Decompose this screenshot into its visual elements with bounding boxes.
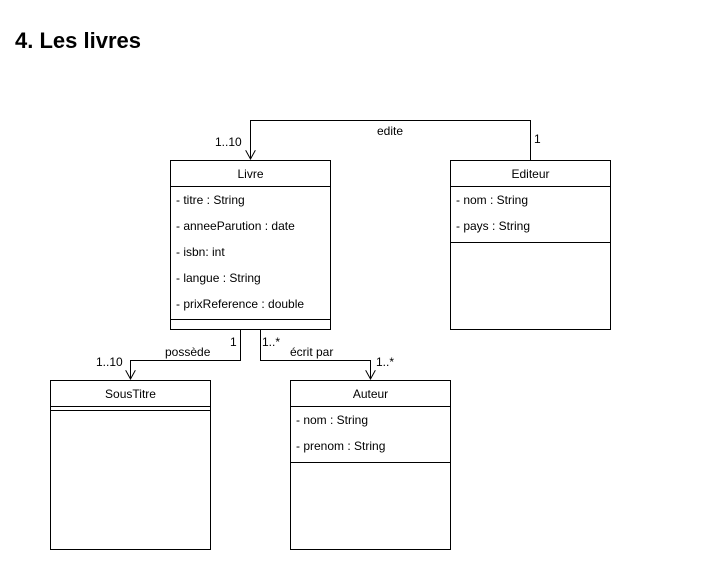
association-edite-label: edite — [377, 124, 403, 138]
class-livre-attribute: - isbn: int — [176, 245, 225, 259]
class-livre-attribute: - prixReference : double — [176, 297, 304, 311]
association-edite: edite 1..10 1 — [215, 120, 541, 160]
association-ecrit-par: écrit par 1..* 1..* — [260, 330, 394, 379]
class-editeur[interactable]: Editeur - nom : String - pays : String — [450, 160, 611, 330]
multiplicity-possede-livre: 1 — [230, 335, 237, 349]
association-edite-line — [251, 120, 531, 160]
class-livre-attribute: - langue : String — [176, 271, 261, 285]
class-editeur-attribute: - pays : String — [456, 219, 530, 233]
class-editeur-attribute: - nom : String — [456, 193, 528, 207]
class-soustitre-box — [50, 380, 211, 550]
multiplicity-edite-livre: 1..10 — [215, 135, 242, 149]
class-livre-name: Livre — [237, 167, 263, 181]
multiplicity-edite-editeur: 1 — [534, 132, 541, 146]
class-editeur-box — [450, 160, 611, 330]
class-auteur-attribute: - prenom : String — [296, 439, 385, 453]
class-auteur-name: Auteur — [353, 387, 388, 401]
class-livre-box — [170, 160, 331, 330]
multiplicity-ecrit-livre: 1..* — [262, 335, 280, 349]
association-possede: possède 1 1..10 — [96, 330, 241, 379]
class-livre-attribute: - anneeParution : date — [176, 219, 295, 233]
multiplicity-ecrit-auteur: 1..* — [376, 355, 394, 369]
class-auteur[interactable]: Auteur - nom : String - prenom : String — [290, 380, 451, 550]
multiplicity-possede-soustitre: 1..10 — [96, 355, 123, 369]
class-soustitre-name: SousTitre — [105, 387, 156, 401]
class-editeur-name: Editeur — [511, 167, 549, 181]
association-ecrit-par-line — [260, 330, 371, 379]
association-possede-line — [131, 330, 241, 379]
association-ecrit-par-label: écrit par — [290, 345, 333, 359]
class-auteur-attribute: - nom : String — [296, 413, 368, 427]
class-soustitre[interactable]: SousTitre — [50, 380, 211, 550]
page-title: 4. Les livres — [15, 28, 141, 53]
association-possede-label: possède — [165, 345, 211, 359]
class-livre-attribute: - titre : String — [176, 193, 245, 207]
class-livre[interactable]: Livre - titre : String - anneeParution :… — [170, 160, 331, 330]
class-auteur-box — [290, 380, 451, 550]
